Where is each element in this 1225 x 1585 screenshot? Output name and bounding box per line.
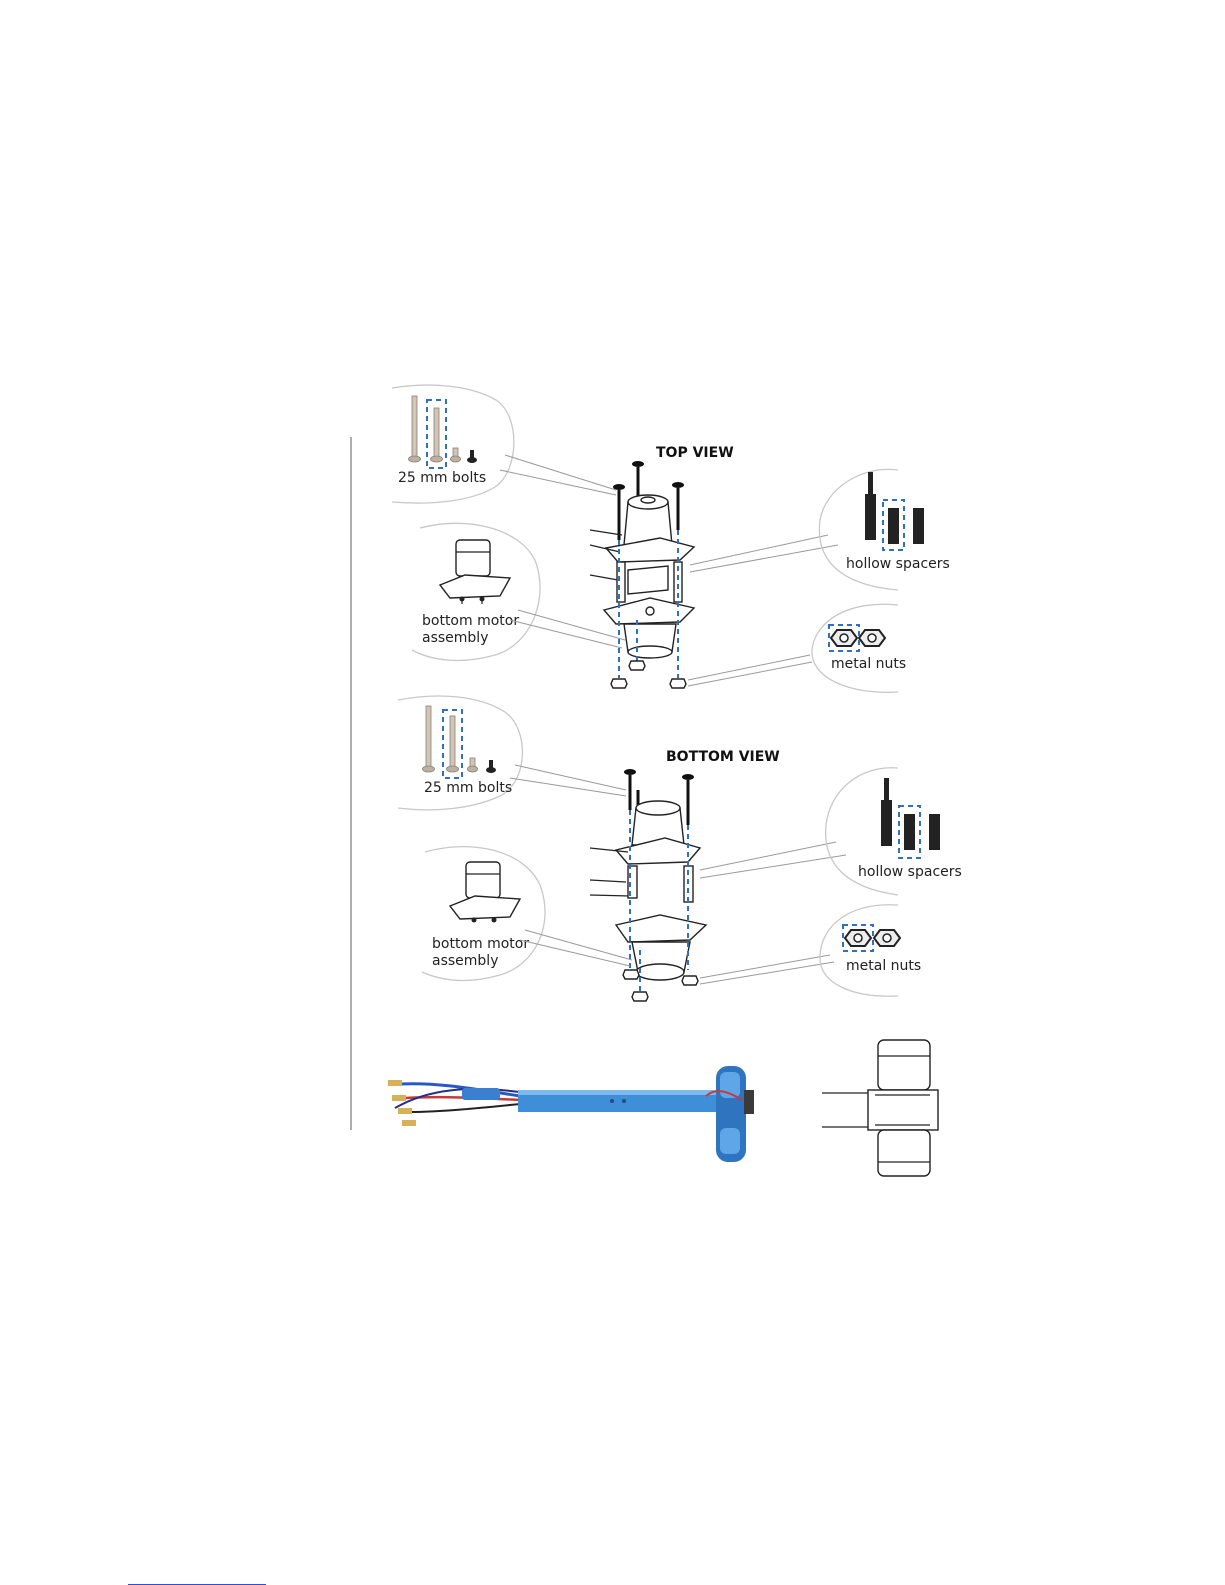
bottom-view-section: 25 mm bolts bottom motor assembly BOTTOM… bbox=[398, 696, 962, 1001]
bolt-set-icon-2 bbox=[423, 706, 497, 778]
bolts-label-2: 25 mm bolts bbox=[424, 780, 512, 796]
motor-label-line1-2: bottom motor bbox=[432, 936, 529, 952]
nuts-callout-bubble-2 bbox=[820, 905, 898, 996]
nuts-callout-bubble bbox=[812, 604, 898, 692]
spacer-set-icon bbox=[865, 472, 924, 550]
motor-assembly-icon-2 bbox=[450, 862, 520, 923]
motor-label-line2-2: assembly bbox=[432, 953, 498, 969]
spacer-set-icon-2 bbox=[881, 778, 940, 858]
motor-label-line2: assembly bbox=[422, 630, 488, 646]
side-motor-drawing bbox=[822, 1040, 938, 1176]
nut-set-icon-2 bbox=[843, 925, 900, 951]
top-view-title: TOP VIEW bbox=[656, 445, 734, 461]
motor-label-line1: bottom motor bbox=[422, 613, 519, 629]
bottom-motor-assembly-drawing bbox=[590, 769, 706, 1001]
bolts-label: 25 mm bolts bbox=[398, 470, 486, 486]
top-view-section: 25 mm bolts bottom motor assembly TOP VI… bbox=[392, 385, 950, 692]
nuts-label: metal nuts bbox=[831, 656, 906, 672]
top-motor-assembly-drawing bbox=[590, 461, 694, 688]
spacers-label-2: hollow spacers bbox=[858, 864, 962, 880]
bottom-view-title: BOTTOM VIEW bbox=[666, 749, 780, 765]
nut-set-icon bbox=[829, 625, 885, 651]
spacers-label: hollow spacers bbox=[846, 556, 950, 572]
motor-assembly-icon bbox=[440, 540, 510, 604]
nuts-label-2: metal nuts bbox=[846, 958, 921, 974]
arm-photo bbox=[388, 1066, 754, 1162]
bolt-set-icon bbox=[409, 396, 478, 468]
